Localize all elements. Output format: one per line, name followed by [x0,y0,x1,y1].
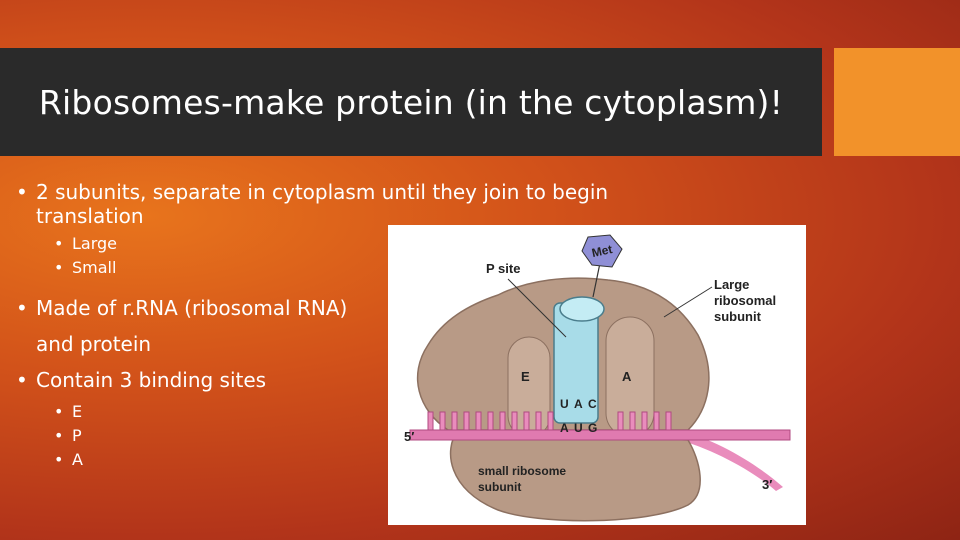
title-bar: Ribosomes-make protein (in the cytoplasm… [0,48,822,156]
three-prime-label: 3′ [762,477,772,492]
codon-u: U [574,421,583,435]
small-subunit-label-2: subunit [478,480,521,494]
trna-top [559,296,605,322]
bullet-subunits: 2 subunits, separate in cytoplasm until … [16,180,676,228]
sub-bullet-e-text: E [72,402,83,421]
ribosome-svg: Met U A C A U G E A P site Large ribosom… [404,234,791,522]
bullet-made-of-text: Made of r.RNA (ribosomal RNA) and protei… [36,296,348,356]
sub-bullet-p-text: P [72,426,82,445]
sub-bullet-a-text: A [72,450,83,469]
large-subunit-label-3: subunit [714,309,762,324]
codon-a: A [560,421,569,435]
e-site-label: E [521,369,530,384]
large-subunit-label-2: ribosomal [714,293,776,308]
sub-bullet-small: Small [16,256,716,280]
ribosome-diagram: Met U A C A U G E A P site Large ribosom… [388,225,806,525]
anticodon-c: C [588,397,597,411]
sub-bullet-e: E [16,400,716,424]
mrna-teeth [427,411,672,431]
five-prime-label: 5′ [404,429,414,444]
mrna-tail [676,430,783,491]
codon-g: G [588,421,597,435]
anticodon-u: U [560,397,569,411]
anticodon-a: A [574,397,583,411]
met-shape [581,234,623,268]
mrna-strand [409,429,791,441]
slide-title: Ribosomes-make protein (in the cytoplasm… [38,82,784,122]
bullet-subunits-text: 2 subunits, separate in cytoplasm until … [36,180,609,228]
bullet-binding-sites-text: Contain 3 binding sites [36,368,267,392]
small-subunit-shape [449,429,701,522]
sub-bullet-a: A [16,448,716,472]
p-site-label: P site [486,261,520,276]
sub-bullet-small-text: Small [72,258,117,277]
large-subunit-pointer [663,286,713,318]
sub-bullet-large-text: Large [72,234,118,253]
small-subunit-label-1: small ribosome [478,464,566,478]
met-link [592,262,601,298]
bullet-binding-sites: Contain 3 binding sites [16,362,716,398]
large-subunit-label-1: Large [714,277,749,292]
bullet-made-of: Made of r.RNA (ribosomal RNA) and protei… [16,290,376,362]
sub-bullet-p: P [16,424,716,448]
bullet-list: 2 subunits, separate in cytoplasm until … [16,180,716,472]
sub-bullet-large: Large [16,232,716,256]
a-site-label: A [622,369,632,384]
met-label: Met [590,242,613,260]
accent-block [834,48,960,156]
p-site-pointer [507,278,567,338]
